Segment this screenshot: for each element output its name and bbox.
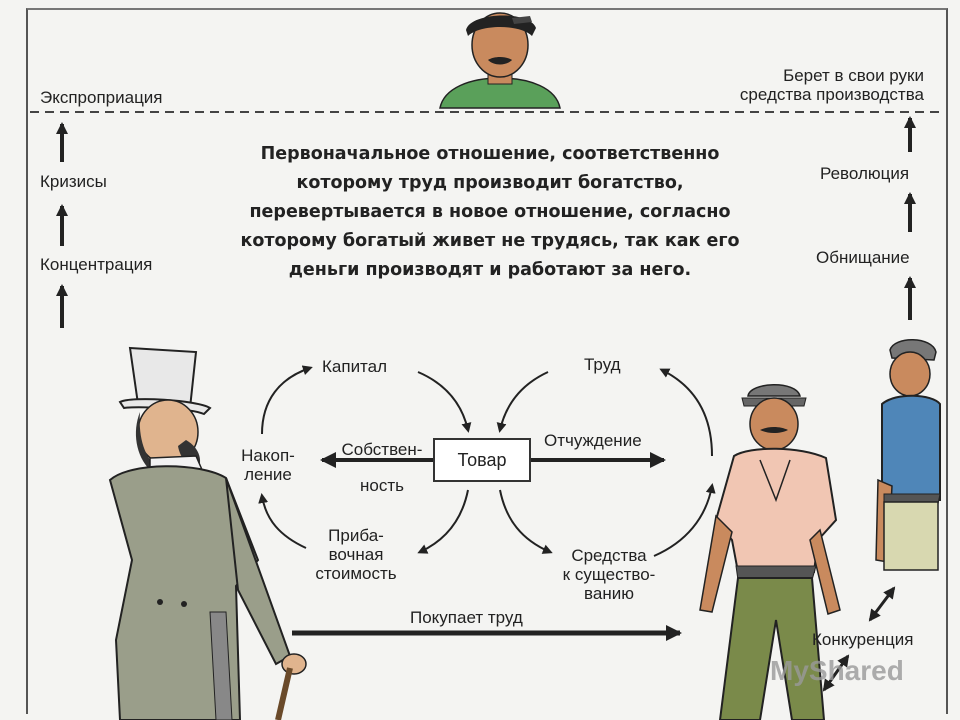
arc-surplus-to-accumulation (258, 493, 307, 549)
top-worker-figure (439, 12, 561, 109)
central-line: перевертывается в новое отношение, согла… (249, 202, 731, 222)
label-accumulation: Накоп- ление (241, 446, 295, 484)
label-impoverishment: Обнищание (816, 248, 910, 267)
main-worker-figure (699, 384, 841, 720)
watermark-logo: MyShared (770, 655, 904, 686)
label-competition: Конкуренция (812, 630, 914, 649)
arc-accumulation-to-capital (261, 365, 313, 435)
arc-to-labor (659, 368, 713, 457)
label-concentration: Концентрация (40, 255, 153, 274)
central-line: Первоначальное отношение, соответственно (260, 144, 720, 164)
label-capital: Капитал (322, 357, 388, 376)
arc-capital-to-commodity (417, 371, 472, 433)
label-takes-means: Берет в свои руки средства производства (739, 66, 924, 104)
label-means-of-subsistence: Средства к существо- ванию (562, 546, 656, 603)
diagram-frame (26, 8, 948, 714)
arrow-competition-lower (822, 654, 850, 692)
label-crises: Кризисы (40, 172, 107, 191)
commodity-label: Товар (457, 449, 507, 470)
label-buys-labor: Покупает труд (410, 608, 523, 627)
central-line: которому труд производит богатство, (296, 173, 684, 193)
central-paragraph: Первоначальное отношение, соответственно… (205, 140, 775, 285)
arc-labor-to-commodity (496, 371, 549, 433)
arc-means-up (653, 483, 716, 557)
central-line: которому богатый живет не трудясь, так к… (240, 231, 740, 251)
central-line: деньги производят и работают за него. (288, 260, 692, 280)
arc-commodity-to-means (499, 489, 553, 554)
label-revolution: Революция (820, 164, 910, 183)
arrow-competition-upper (868, 586, 896, 622)
second-worker-figure (875, 339, 941, 571)
label-labor: Труд (584, 355, 621, 374)
label-surplus-value: Приба- вочная стоимость (315, 526, 397, 583)
label-expropriation: Экспроприация (40, 88, 163, 107)
arc-commodity-to-surplus (417, 489, 469, 554)
capitalist-figure (108, 346, 307, 720)
commodity-box: Товар (433, 438, 531, 482)
label-property: Собствен- ность (341, 440, 423, 495)
label-alienation: Отчуждение (544, 431, 642, 450)
